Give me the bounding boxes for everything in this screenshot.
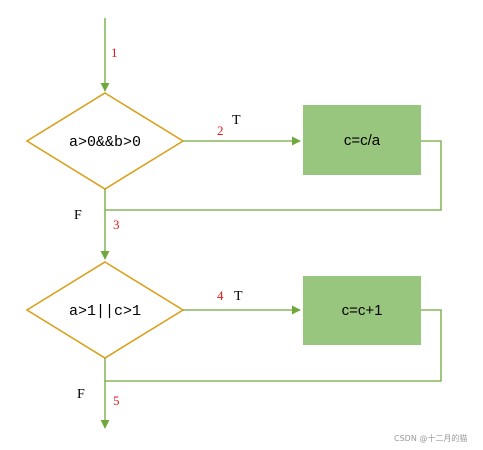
branch-label-false-2: F: [77, 387, 85, 402]
action-1-label: c=c/a: [344, 132, 381, 149]
edge-number-4: 4: [217, 288, 224, 303]
condition-1-label: a>0&&b>0: [69, 134, 141, 151]
edge-action-2-return: [105, 309, 442, 382]
branch-label-true-1: T: [232, 113, 241, 128]
action-2-box: [303, 276, 421, 345]
watermark: CSDN @十二月的猫: [394, 433, 467, 443]
branch-label-false-1: F: [74, 208, 82, 223]
branch-label-true-2: T: [234, 289, 243, 304]
edge-action-1-return: [105, 140, 442, 211]
condition-2-label: a>1||c>1: [69, 303, 141, 320]
action-1-box: [303, 105, 421, 175]
edge-number-5: 5: [113, 393, 120, 408]
edge-number-1: 1: [111, 45, 118, 60]
action-2-label: c=c+1: [342, 302, 383, 319]
edge-number-2: 2: [217, 123, 224, 138]
edge-number-3: 3: [113, 217, 120, 232]
